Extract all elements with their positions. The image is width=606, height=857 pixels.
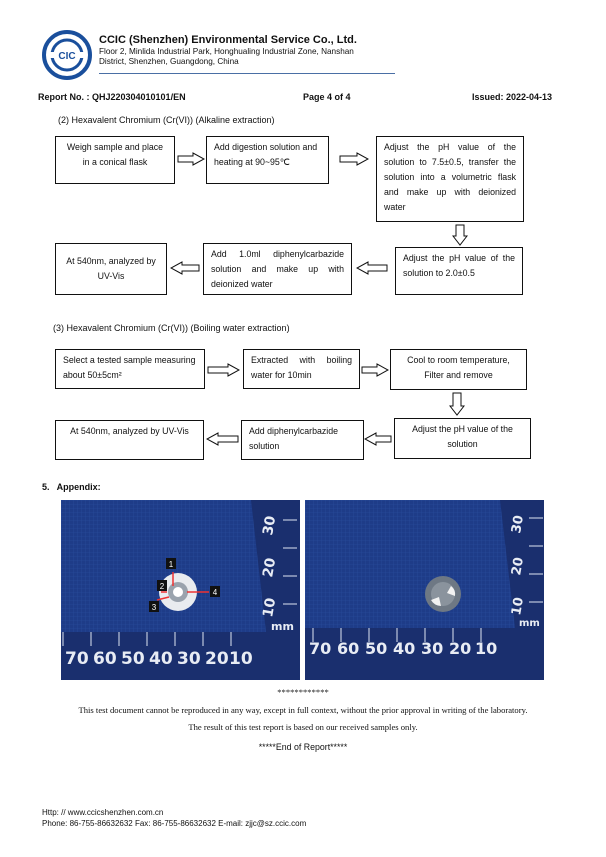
svg-text:mm: mm — [519, 618, 540, 629]
arrow-right-icon — [177, 152, 205, 166]
appendix-heading: 5. Appendix: — [42, 482, 101, 492]
issued-date: Issued: 2022-04-13 — [472, 92, 552, 102]
svg-text:30: 30 — [421, 639, 443, 658]
svg-text:2: 2 — [160, 582, 165, 591]
s3-step1-text: Select a tested sample measuring about 5… — [63, 355, 196, 380]
svg-text:3: 3 — [152, 603, 157, 612]
s2-step2-box: Add digestion solution and heating at 90… — [206, 136, 329, 184]
sample-photo-after-test: 70 60 50 40 30 20 10 30 20 10 mm — [305, 500, 544, 680]
svg-text:40: 40 — [149, 649, 173, 669]
s2-step5-box: Add 1.0ml diphenylcarbazide solution and… — [203, 243, 352, 295]
header-rule — [99, 73, 395, 74]
s2-step4-text: Adjust the pH value of the solution to 2… — [403, 253, 515, 278]
s2-step4-box: Adjust the pH value of the solution to 2… — [395, 247, 523, 295]
notice-stars: ************ — [0, 687, 606, 697]
svg-text:mm: mm — [271, 620, 294, 633]
s3-step4-text: Adjust the pH value of the solution — [412, 424, 513, 449]
s3-step1-box: Select a tested sample measuring about 5… — [55, 349, 205, 389]
svg-text:10: 10 — [509, 596, 527, 616]
s2-step1-text: Weigh sample and place in a conical flas… — [67, 142, 163, 167]
svg-text:4: 4 — [213, 588, 218, 597]
sample-photo-marked: 70 60 50 40 30 20 10 30 20 10 mm 1 2 3 4 — [61, 500, 300, 680]
arrow-left-icon — [356, 261, 388, 275]
report-number: Report No. : QHJ220304010101/EN — [38, 92, 186, 102]
arrow-right-icon — [207, 363, 240, 377]
s3-step2-text: Extracted with boiling water for 10min — [251, 355, 352, 380]
s2-step6-text: At 540nm, analyzed by UV-Vis — [66, 256, 156, 281]
svg-text:20: 20 — [205, 649, 229, 669]
s3-step2-box: Extracted with boiling water for 10min — [243, 349, 360, 389]
svg-text:30: 30 — [177, 649, 201, 669]
s2-step1-box: Weigh sample and place in a conical flas… — [55, 136, 175, 184]
arrow-left-icon — [170, 261, 200, 275]
end-of-report: *****End of Report***** — [0, 742, 606, 752]
section2-title: (2) Hexavalent Chromium (Cr(VI)) (Alkali… — [58, 115, 275, 125]
arrow-right-icon — [361, 363, 389, 377]
s3-step6-box: At 540nm, analyzed by UV-Vis — [55, 420, 204, 460]
notice-reproduction: This test document cannot be reproduced … — [0, 705, 606, 715]
svg-text:10: 10 — [260, 596, 279, 618]
company-logo: CIC — [42, 30, 92, 80]
arrow-left-icon — [206, 432, 239, 446]
svg-text:70: 70 — [65, 649, 89, 669]
svg-text:1: 1 — [169, 560, 174, 569]
svg-text:40: 40 — [393, 639, 415, 658]
arrow-left-icon — [364, 432, 392, 446]
s3-step5-text: Add diphenylcarbazide solution — [249, 426, 338, 451]
svg-text:20: 20 — [260, 556, 279, 578]
s2-step3-text: Adjust the pH value of the solution to 7… — [384, 142, 516, 212]
s3-step5-box: Add diphenylcarbazide solution — [241, 420, 364, 460]
svg-text:50: 50 — [365, 639, 387, 658]
svg-text:10: 10 — [229, 649, 253, 669]
svg-text:60: 60 — [93, 649, 117, 669]
s3-step3-text: Cool to room temperature, Filter and rem… — [407, 355, 510, 380]
s3-step3-box: Cool to room temperature, Filter and rem… — [390, 349, 527, 390]
s3-step4-box: Adjust the pH value of the solution — [394, 418, 531, 459]
svg-text:30: 30 — [509, 514, 527, 534]
svg-text:10: 10 — [475, 639, 497, 658]
svg-text:20: 20 — [449, 639, 471, 658]
svg-text:30: 30 — [260, 514, 279, 536]
arrow-down-icon — [449, 392, 465, 416]
s2-step3-box: Adjust the pH value of the solution to 7… — [376, 136, 524, 222]
company-address-line2: District, Shenzhen, Guangdong, China — [99, 57, 239, 67]
svg-text:50: 50 — [121, 649, 145, 669]
svg-text:CIC: CIC — [58, 51, 75, 62]
section3-title: (3) Hexavalent Chromium (Cr(VI)) (Boilin… — [53, 323, 290, 333]
footer-website: Http: // www.ccicshenzhen.com.cn — [42, 808, 163, 817]
company-name: CCIC (Shenzhen) Environmental Service Co… — [99, 34, 357, 46]
s3-step6-text: At 540nm, analyzed by UV-Vis — [70, 426, 189, 436]
arrow-right-icon — [339, 152, 369, 166]
svg-text:60: 60 — [337, 639, 359, 658]
s2-step2-text: Add digestion solution and heating at 90… — [214, 142, 317, 167]
arrow-down-icon — [452, 224, 468, 246]
company-address-line1: Floor 2, Minlida Industrial Park, Honghu… — [99, 47, 354, 57]
s2-step6-box: At 540nm, analyzed by UV-Vis — [55, 243, 167, 295]
s2-step5-text: Add 1.0ml diphenylcarbazide solution and… — [211, 249, 344, 289]
notice-samples: The result of this test report is based … — [0, 722, 606, 732]
footer-contact: Phone: 86-755-86632632 Fax: 86-755-86632… — [42, 819, 306, 828]
svg-text:70: 70 — [309, 639, 331, 658]
svg-text:20: 20 — [509, 556, 527, 576]
page-number: Page 4 of 4 — [303, 92, 351, 102]
